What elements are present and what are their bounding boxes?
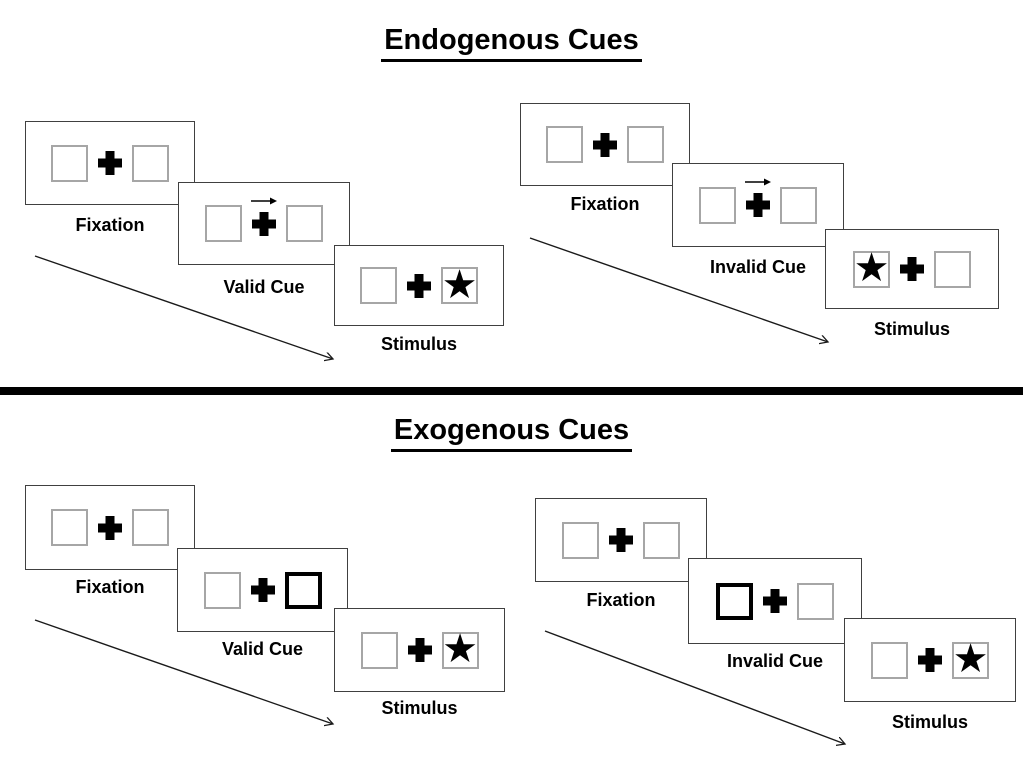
frame-label-cue: Valid Cue — [223, 277, 305, 297]
placeholder-box-left — [562, 521, 599, 559]
placeholder-box-left — [360, 267, 397, 304]
placeholder-box-right — [132, 509, 169, 546]
sequence-arrow-icon — [34, 255, 342, 366]
placeholder-box-left — [546, 126, 583, 163]
placeholder-box-right — [780, 186, 817, 224]
stimulus-frame: ★ — [334, 245, 504, 326]
fixation-frame — [25, 485, 195, 570]
fixation-frame — [520, 103, 690, 186]
placeholder-box-right — [286, 205, 323, 242]
placeholder-box-left — [871, 641, 908, 679]
stimulus-frame: ★ — [825, 229, 999, 309]
fixation-cross-icon — [98, 516, 122, 540]
cue-highlight-box — [716, 582, 753, 620]
cue-frame — [178, 182, 350, 265]
fixation-cross-icon — [407, 274, 431, 298]
frame-label-fixation: Fixation — [586, 590, 656, 610]
frame-label-stimulus: Stimulus — [380, 334, 457, 354]
cue-frame — [672, 163, 844, 247]
frame-label-cue: Invalid Cue — [709, 257, 807, 277]
placeholder-box-right — [627, 126, 664, 163]
star-icon: ★ — [442, 626, 478, 672]
cue-arrow-icon — [745, 178, 771, 186]
fixation-cross-icon — [98, 151, 122, 175]
stimulus-target-box: ★ — [853, 245, 890, 291]
sequence-arrow-icon — [529, 237, 835, 348]
fixation-cross-icon — [593, 133, 617, 157]
frame-label-cue: Invalid Cue — [726, 651, 824, 671]
placeholder-box-left — [203, 571, 241, 609]
fixation-cross-icon — [918, 648, 942, 672]
stimulus-target-box: ★ — [441, 261, 478, 308]
placeholder-box-right — [643, 521, 680, 559]
fixation-cross-icon — [609, 528, 633, 552]
star-icon: ★ — [952, 636, 989, 682]
fixation-cross-icon — [763, 589, 787, 613]
frame-label-stimulus: Stimulus — [381, 698, 458, 718]
placeholder-box-right — [797, 582, 834, 620]
frame-label-fixation: Fixation — [570, 194, 640, 214]
frame-label-fixation: Fixation — [75, 215, 145, 235]
fixation-cross-icon — [251, 578, 275, 602]
frame-label-stimulus: Stimulus — [873, 319, 950, 339]
frame-label-fixation: Fixation — [75, 577, 145, 597]
cue-frame — [177, 548, 348, 632]
section-title-text: Exogenous Cues — [390, 414, 633, 452]
cue-frame — [688, 558, 862, 644]
section-title-text: Endogenous Cues — [381, 24, 642, 62]
sequence-arrow-icon — [544, 630, 852, 750]
cue-highlight-box — [284, 571, 322, 609]
stimulus-frame: ★ — [844, 618, 1016, 702]
stimulus-target-box: ★ — [441, 626, 479, 672]
placeholder-box-right — [934, 250, 971, 288]
placeholder-box-left — [699, 186, 736, 224]
frame-label-cue: Valid Cue — [221, 639, 304, 659]
placeholder-box-left — [51, 144, 88, 182]
star-icon: ★ — [441, 261, 478, 308]
stimulus-target-box: ★ — [952, 636, 989, 682]
fixation-cross-icon — [900, 257, 924, 281]
sequence-arrow-icon — [34, 619, 340, 730]
frame-label-stimulus: Stimulus — [891, 712, 968, 732]
fixation-cross-icon — [745, 178, 771, 217]
fixation-frame — [25, 121, 195, 205]
placeholder-box-right — [132, 144, 169, 182]
fixation-cross-icon — [408, 638, 432, 662]
fixation-cross-icon — [251, 197, 277, 236]
fixation-frame — [535, 498, 707, 582]
placeholder-box-left — [205, 205, 242, 242]
section-divider — [0, 387, 1023, 395]
placeholder-box-left — [360, 631, 398, 669]
cue-arrow-icon — [251, 197, 277, 204]
placeholder-box-left — [51, 509, 88, 546]
section-title-exogenous: Exogenous Cues — [0, 414, 1023, 452]
star-icon: ★ — [853, 245, 890, 291]
section-title-endogenous: Endogenous Cues — [0, 24, 1023, 62]
stimulus-frame: ★ — [334, 608, 505, 692]
